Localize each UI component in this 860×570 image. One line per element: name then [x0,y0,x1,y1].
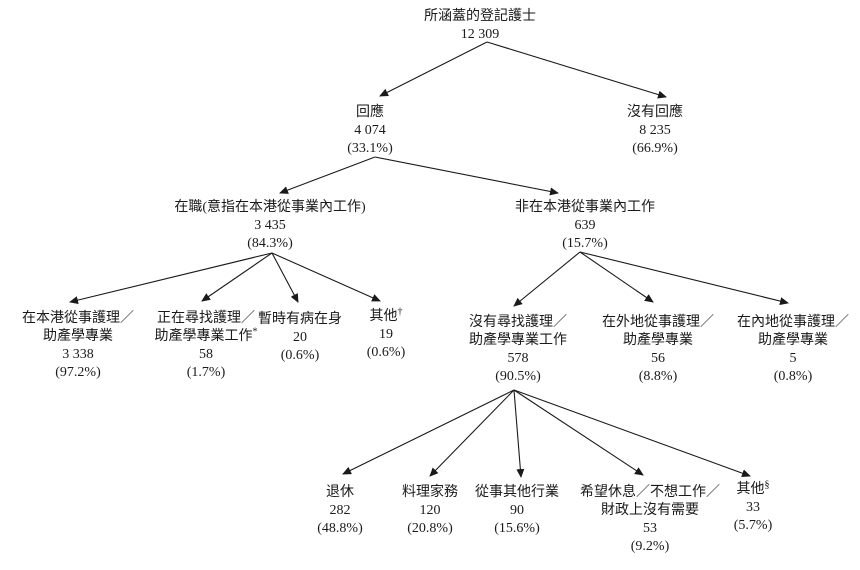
node-retired-value: 282 [329,503,351,518]
arrow-notworking-mainland [579,251,789,305]
arrow-notseeking-other-industry [513,389,525,478]
arrow-working-other [271,252,381,302]
node-hk-practice-value: 3 338 [62,347,94,362]
node-mainland-practice-value: 5 [789,351,797,366]
node-not-responded: 沒有回應 8 235 (66.9%) [627,104,683,158]
node-seeking-work-value: 58 [199,347,213,362]
node-other-not-seeking-label: 其他§ [736,479,770,497]
footnote-dagger: † [397,306,403,318]
arrow-notworking-not-seeking [513,251,581,307]
node-not-working-pct: (15.7%) [562,236,608,251]
footnote-asterisk: * [252,326,258,338]
node-not-seeking-value: 578 [507,351,529,366]
node-temp-sick-label: 暫時有病在身 [258,312,342,327]
node-other-industry-value: 90 [510,503,524,518]
node-other-working-label: 其他† [369,306,403,324]
node-other-not-seeking: 其他§ 33 (5.7%) [733,479,773,535]
node-overseas-practice-label-2: 助產學專業 [623,333,693,348]
arrow-root-not-responded [486,41,667,99]
node-other-not-seeking-value: 33 [746,500,760,515]
node-seeking-work-label-1: 正在尋找護理／ [157,311,255,326]
node-hk-practice-label-1: 在本港從事護理／ [22,311,134,326]
node-retired: 退休 282 (48.8%) [317,484,363,538]
node-working-pct: (84.3%) [247,236,293,251]
node-not-seeking-pct: (90.5%) [495,369,541,384]
node-rest-no-need-label-1: 希望休息／不想工作／ [580,485,720,500]
node-responded-label: 回應 [356,105,384,120]
node-not-responded-value: 8 235 [639,123,671,138]
node-mainland-practice-label-1: 在內地從事護理／ [737,315,849,330]
node-not-seeking: 沒有尋找護理／ 助產學專業工作 578 (90.5%) [469,314,567,386]
node-root-value: 12 309 [460,27,500,42]
node-overseas-practice: 在外地從事護理／ 助產學專業 56 (8.8%) [602,314,714,386]
node-responded-pct: (33.1%) [347,141,393,156]
arrow-notseeking-rest [513,389,644,476]
node-hk-practice-label-2: 助產學專業 [43,329,113,344]
node-not-working: 非在本港從事業內工作 639 (15.7%) [515,199,655,253]
node-rest-no-need: 希望休息／不想工作／ 財政上沒有需要 53 (9.2%) [580,484,720,556]
node-working: 在職(意指在本港從事業內工作) 3 435 (84.3%) [174,199,365,253]
node-rest-no-need-label-2: 財政上沒有需要 [601,503,699,518]
node-rest-no-need-value: 53 [643,521,657,536]
node-mainland-practice-label-2: 助產學專業 [758,333,828,348]
node-retired-pct: (48.8%) [317,521,363,536]
node-mainland-practice-pct: (0.8%) [773,369,813,384]
arrow-responded-not-working [374,156,559,196]
node-rest-no-need-pct: (9.2%) [630,539,670,554]
node-not-responded-pct: (66.9%) [632,141,678,156]
arrow-notseeking-retired [342,389,515,475]
node-seeking-work-pct: (1.7%) [186,365,226,380]
node-responded: 回應 4 074 (33.1%) [347,104,393,158]
node-not-working-label: 非在本港從事業內工作 [515,200,655,215]
node-overseas-practice-value: 56 [651,351,665,366]
node-housework-value: 120 [419,503,441,518]
arrow-root-responded [379,41,488,97]
node-overseas-practice-pct: (8.8%) [638,369,678,384]
node-other-not-seeking-pct: (5.7%) [733,518,773,533]
node-overseas-practice-label-1: 在外地從事護理／ [602,315,714,330]
node-not-seeking-label-1: 沒有尋找護理／ [469,315,567,330]
node-root: 所涵蓋的登記護士 12 309 [424,8,536,44]
node-not-responded-label: 沒有回應 [627,105,683,120]
node-other-industry-label: 從事其他行業 [475,485,559,500]
arrow-working-seeking [201,252,273,302]
node-not-working-value: 639 [574,218,596,233]
node-housework: 料理家務 120 (20.8%) [402,484,458,538]
arrow-working-hk-practice [69,252,273,305]
node-working-label: 在職(意指在本港從事業內工作) [174,200,366,215]
node-hk-practice: 在本港從事護理／ 助產學專業 3 338 (97.2%) [22,310,134,382]
arrow-notseeking-other [513,389,751,478]
node-working-value: 3 435 [254,218,286,233]
node-other-working-value: 19 [379,327,393,342]
node-root-label: 所涵蓋的登記護士 [424,9,536,24]
arrow-responded-working [279,156,376,194]
arrow-notseeking-housework [429,389,515,477]
node-retired-label: 退休 [326,485,354,500]
node-hk-practice-pct: (97.2%) [55,365,101,380]
footnote-section: § [764,479,770,491]
node-temp-sick-pct: (0.6%) [280,348,320,363]
node-temp-sick: 暫時有病在身 20 (0.6%) [258,311,342,365]
node-responded-value: 4 074 [354,123,386,138]
node-other-industry-pct: (15.6%) [494,521,540,536]
node-other-working: 其他† 19 (0.6%) [366,306,406,362]
arrow-working-temp-sick [271,252,299,303]
node-housework-pct: (20.8%) [407,521,453,536]
node-other-industry: 從事其他行業 90 (15.6%) [475,484,559,538]
node-mainland-practice: 在內地從事護理／ 助產學專業 5 (0.8%) [737,314,849,386]
node-seeking-work: 正在尋找護理／ 助產學專業工作* 58 (1.7%) [155,310,258,382]
node-not-seeking-label-2: 助產學專業工作 [469,333,567,348]
arrow-notworking-overseas [579,251,654,303]
node-housework-label: 料理家務 [402,485,458,500]
node-other-working-pct: (0.6%) [366,345,406,360]
node-seeking-work-label-2: 助產學專業工作* [154,326,258,344]
node-temp-sick-value: 20 [293,330,307,345]
